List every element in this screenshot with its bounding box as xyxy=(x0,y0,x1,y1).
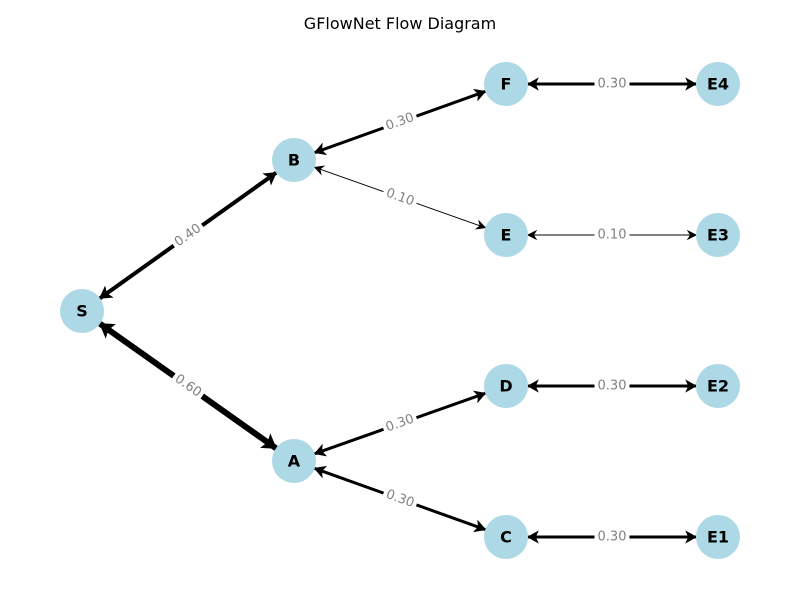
edge-A-D: 0.30 xyxy=(313,390,487,457)
node-circle xyxy=(272,439,316,483)
diagram-title: GFlowNet Flow Diagram xyxy=(304,14,496,33)
edge-label-background xyxy=(594,75,630,93)
edge-label: 0.10 xyxy=(598,228,627,243)
node-label: E2 xyxy=(707,377,729,396)
edge-S-B: 0.40 xyxy=(98,171,278,300)
node-E: E xyxy=(484,213,528,257)
edge-B-F: 0.30 xyxy=(313,88,487,156)
arrowhead-forward xyxy=(260,433,277,449)
arrowhead-backward xyxy=(526,229,538,241)
arrowhead-backward xyxy=(313,165,326,176)
arrowhead-forward xyxy=(472,88,487,102)
node-circle xyxy=(696,62,740,106)
node-E3: E3 xyxy=(696,213,740,257)
node-label: E3 xyxy=(707,226,729,245)
node-A: A xyxy=(272,439,316,483)
node-label: E4 xyxy=(707,75,729,94)
node-circle xyxy=(484,213,528,257)
arrowhead-forward xyxy=(472,519,487,533)
edge-C-E1: 0.30 xyxy=(526,528,698,546)
arrowhead-backward xyxy=(526,77,539,91)
edge-E-E3: 0.10 xyxy=(526,226,698,244)
edge-label-background xyxy=(380,108,420,136)
edge-label-background xyxy=(594,377,630,395)
edge-label-group: 0.30 xyxy=(594,528,630,546)
edge-label-group: 0.10 xyxy=(594,226,630,244)
arrowhead-backward xyxy=(313,142,328,156)
edges-layer: 0.60 0.40 0.30 0.30 0.10 0.30 0.30 0.30 0.10 0.30 xyxy=(98,75,698,546)
node-label: E1 xyxy=(707,528,729,547)
arrowhead-forward xyxy=(262,172,277,186)
edge-D-E2: 0.30 xyxy=(526,377,698,395)
node-label: B xyxy=(288,151,300,170)
edge-label: 0.30 xyxy=(598,530,627,545)
arrowhead-backward xyxy=(99,285,114,299)
arrowhead-backward xyxy=(313,465,328,479)
arrowhead-forward xyxy=(474,219,487,230)
node-circle xyxy=(696,213,740,257)
node-label: C xyxy=(500,528,512,547)
arrowhead-forward xyxy=(685,530,698,544)
node-label: E xyxy=(501,226,512,245)
edge-label-background xyxy=(380,485,420,513)
node-D: D xyxy=(484,364,528,408)
edge-A-C: 0.30 xyxy=(313,465,487,533)
node-E1: E1 xyxy=(696,515,740,559)
node-F: F xyxy=(484,62,528,106)
arrowhead-forward xyxy=(685,379,698,393)
arrowhead-forward xyxy=(685,77,698,91)
node-label: A xyxy=(288,452,301,471)
edge-label-group: 0.30 xyxy=(594,377,630,395)
node-label: F xyxy=(501,75,512,94)
arrowhead-backward xyxy=(313,443,328,457)
edge-label-background xyxy=(168,368,208,404)
arrowhead-backward xyxy=(526,379,539,393)
arrowhead-backward xyxy=(526,530,539,544)
edge-label-background xyxy=(380,409,420,438)
edge-B-E: 0.10 xyxy=(313,165,487,230)
nodes-layer: S A B C D E F E1 E2 E3 E4 xyxy=(60,62,740,559)
node-C: C xyxy=(484,515,528,559)
arrowhead-forward xyxy=(472,390,487,404)
edge-F-E4: 0.30 xyxy=(526,75,698,93)
node-E4: E4 xyxy=(696,62,740,106)
edge-label-group: 0.10 xyxy=(380,183,420,212)
edge-label-group: 0.30 xyxy=(380,409,420,438)
edge-label-background xyxy=(594,528,630,546)
node-circle xyxy=(696,515,740,559)
node-S: S xyxy=(60,289,104,333)
edge-label: 0.30 xyxy=(598,77,627,92)
arrowhead-forward xyxy=(686,229,698,241)
node-circle xyxy=(696,364,740,408)
node-B: B xyxy=(272,138,316,182)
node-circle xyxy=(484,364,528,408)
edge-S-A: 0.60 xyxy=(98,321,278,451)
node-label: S xyxy=(76,302,88,321)
node-circle xyxy=(484,515,528,559)
edge-label-group: 0.30 xyxy=(594,75,630,93)
node-E2: E2 xyxy=(696,364,740,408)
edge-label-group: 0.30 xyxy=(380,108,420,136)
node-label: D xyxy=(499,377,512,396)
node-circle xyxy=(272,138,316,182)
edge-label-background xyxy=(594,226,630,244)
edge-label-group: 0.30 xyxy=(380,485,420,513)
arrowhead-backward xyxy=(99,323,116,339)
edge-label: 0.30 xyxy=(598,379,627,394)
edge-label-background xyxy=(168,218,208,253)
node-circle xyxy=(484,62,528,106)
edge-label-background xyxy=(380,183,420,212)
node-circle xyxy=(60,289,104,333)
